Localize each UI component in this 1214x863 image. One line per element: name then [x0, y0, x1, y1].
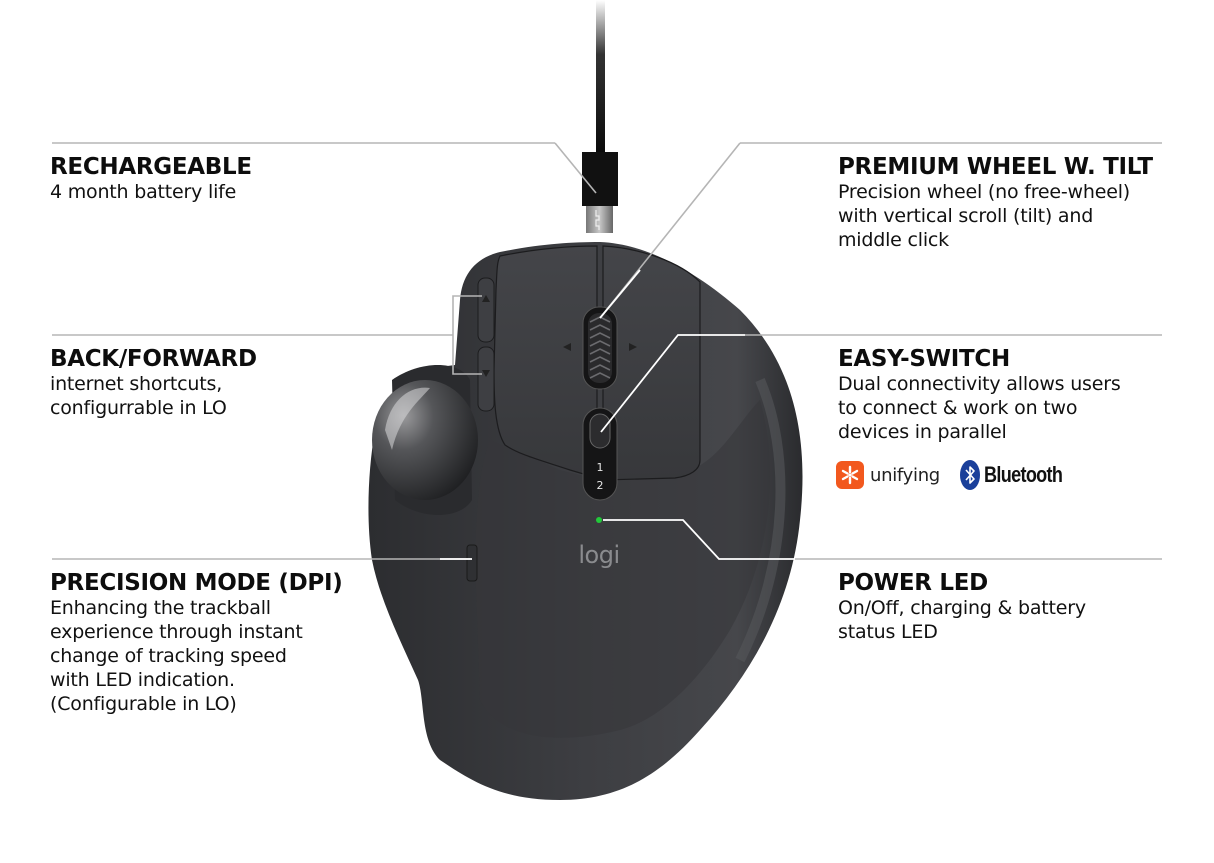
bluetooth-icon — [959, 460, 980, 490]
callout-title: PRECISION MODE (DPI) — [50, 570, 343, 596]
callout-description: Enhancing the trackball experience throu… — [50, 597, 303, 715]
unifying-icon — [836, 461, 864, 489]
bluetooth-label: Bluetooth — [983, 462, 1063, 487]
precision-mode-button — [466, 544, 478, 582]
usb-cable — [596, 0, 605, 155]
callout-title: POWER LED — [838, 570, 988, 596]
callout-description: internet shortcuts, configurrable in LO — [50, 373, 227, 419]
tilt-right-arrow-icon — [629, 343, 637, 351]
callout-title: EASY-SWITCH — [838, 346, 1010, 372]
trackball — [372, 380, 478, 500]
unifying-label: unifying — [870, 464, 940, 486]
callout-power-led: POWER LED On/Off, charging & battery sta… — [838, 570, 1086, 644]
callout-title: PREMIUM WHEEL W. TILT — [838, 154, 1153, 180]
back-button — [477, 346, 495, 412]
unifying-logo: unifying — [836, 461, 940, 489]
connectivity-logos: unifying Bluetooth — [836, 460, 1079, 490]
left-click-button — [493, 245, 598, 479]
callout-back-forward: BACK/FORWARD internet shortcuts, configu… — [50, 346, 257, 420]
callout-title: RECHARGEABLE — [50, 154, 252, 180]
callout-description: On/Off, charging & battery status LED — [838, 597, 1086, 643]
callout-description: Dual connectivity allows users to connec… — [838, 373, 1121, 443]
callout-rules — [52, 142, 1162, 560]
channel-1-label: 1 — [597, 461, 604, 474]
callout-title: BACK/FORWARD — [50, 346, 257, 372]
callout-premium-wheel: PREMIUM WHEEL W. TILT Precision wheel (n… — [838, 154, 1153, 252]
right-click-button — [602, 245, 701, 481]
forward-button — [477, 277, 495, 343]
callout-description: Precision wheel (no free-wheel) with ver… — [838, 181, 1130, 251]
tilt-left-arrow-icon — [563, 343, 571, 351]
channel-2-label: 2 — [597, 479, 604, 492]
palm-plate — [475, 400, 770, 738]
usb-connector-housing — [582, 152, 618, 206]
callout-precision-mode: PRECISION MODE (DPI) Enhancing the track… — [50, 570, 343, 716]
power-led — [596, 517, 602, 523]
bluetooth-logo: Bluetooth — [959, 460, 1079, 490]
callout-rechargeable: RECHARGEABLE 4 month battery life — [50, 154, 252, 204]
easy-switch-button — [589, 413, 611, 449]
scroll-wheel — [588, 313, 612, 383]
logi-logo: logi — [578, 541, 619, 569]
callout-easy-switch: EASY-SWITCH Dual connectivity allows use… — [838, 346, 1121, 444]
callout-description: 4 month battery life — [50, 181, 237, 203]
leader-lines — [440, 142, 795, 560]
